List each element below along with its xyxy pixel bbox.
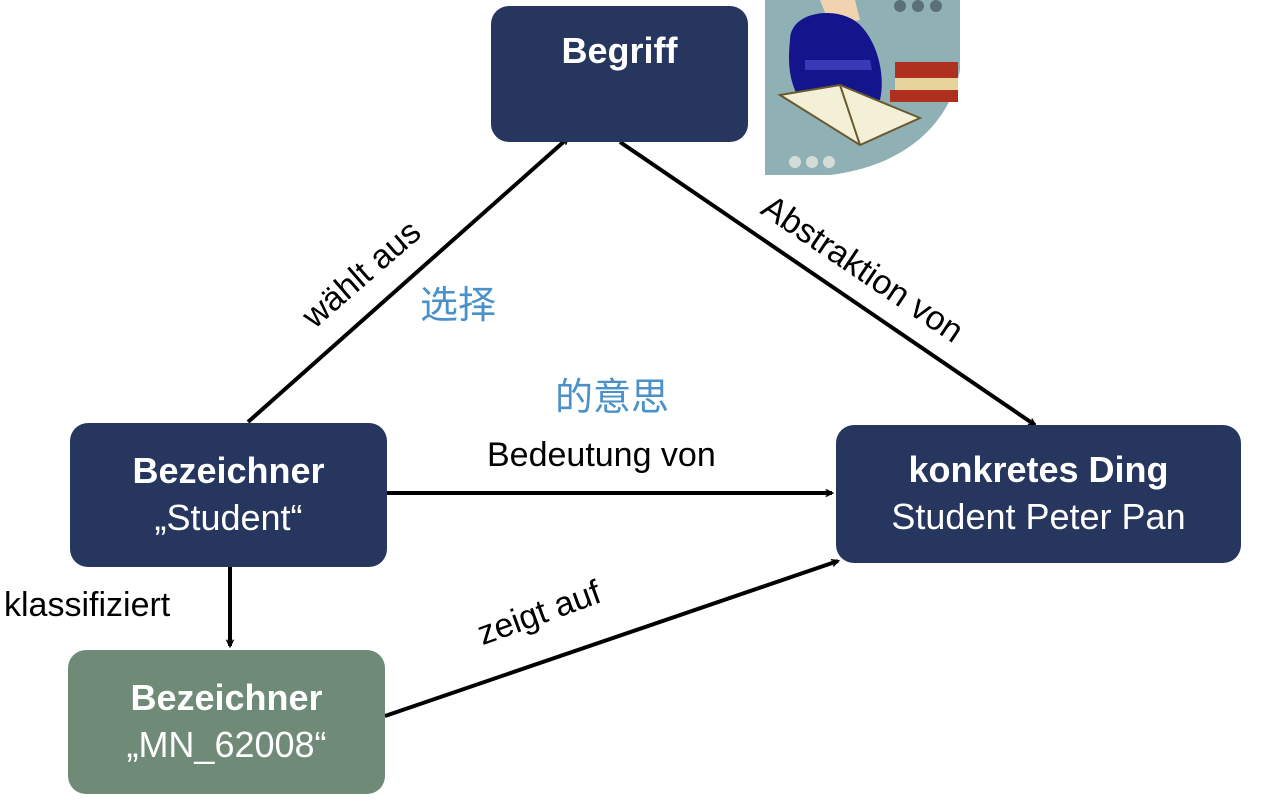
node-bezeichner-student: Bezeichner „Student“ xyxy=(70,423,387,567)
node-begriff: Begriff xyxy=(491,6,748,142)
arrow-waehlt-aus xyxy=(246,136,570,424)
edge-label-bedeutung-von: Bedeutung von xyxy=(487,436,716,474)
node-bezeichner-mn: Bezeichner „MN_62008“ xyxy=(68,650,385,794)
node-bezeichner-mn-value: „MN_62008“ xyxy=(126,724,327,765)
node-bezeichner-mn-title: Bezeichner xyxy=(130,677,323,719)
arrow-abstraktion-von xyxy=(618,140,1037,427)
node-bezeichner-student-title: Bezeichner xyxy=(132,450,325,492)
node-begriff-title: Begriff xyxy=(561,30,678,71)
node-konkretes-ding: konkretes Ding Student Peter Pan xyxy=(836,425,1241,563)
node-konkretes-ding-title: konkretes Ding xyxy=(908,449,1169,491)
annotation-select-zh: 选择 xyxy=(420,283,497,327)
annotation-meaning-zh: 的意思 xyxy=(555,375,670,419)
arrow-zeigt-auf xyxy=(384,559,841,718)
student-reading-clipart-icon xyxy=(765,0,960,175)
edge-label-klassifiziert: klassifiziert xyxy=(4,586,171,624)
node-konkretes-ding-value: Student Peter Pan xyxy=(891,496,1186,537)
node-bezeichner-student-value: „Student“ xyxy=(154,497,303,538)
